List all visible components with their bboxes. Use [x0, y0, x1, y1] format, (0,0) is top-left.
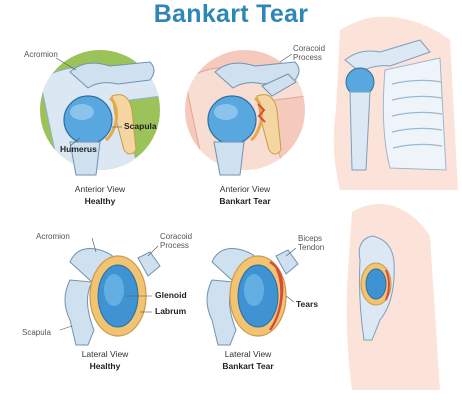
caption-anterior-healthy: Anterior View Healthy: [55, 183, 145, 207]
lateral-tear-figure: [206, 247, 299, 346]
coracoid-process-bone: [261, 73, 297, 97]
label-coracoid-bottom-line2: Process: [160, 241, 189, 250]
label-labrum: Labrum: [155, 306, 187, 316]
shoulder-body-top-figure: [333, 16, 458, 190]
label-tears: Tears: [296, 299, 319, 309]
label-humerus: Humerus: [60, 144, 97, 154]
anterior-healthy-figure: [40, 50, 160, 176]
acromion-bone: [69, 61, 155, 89]
humerus-shaft-top: [349, 91, 371, 171]
caption-lateral-tear: Lateral View Bankart Tear: [198, 348, 298, 372]
label-acromion-bottom: Acromion: [36, 232, 70, 241]
humerus-shaft: [69, 141, 101, 176]
caption-condition: Healthy: [89, 361, 121, 371]
shoulder-body-bottom-figure: [346, 204, 440, 390]
label-coracoid-top-line1: Coracoid: [293, 44, 326, 53]
scapula-bone: [111, 94, 137, 155]
caption-condition: Healthy: [84, 196, 116, 206]
caption-view: Lateral View: [81, 349, 129, 359]
labrum-tear-mark: [257, 103, 266, 123]
caption-view: Anterior View: [219, 184, 271, 194]
label-biceps-line2: Tendon: [298, 243, 325, 252]
labrum-intact: [105, 96, 118, 142]
coracoid-lateral: [137, 251, 161, 277]
label-biceps-line1: Biceps: [298, 234, 323, 243]
clavicle-bone: [344, 39, 431, 73]
label-acromion-top: Acromion: [24, 50, 58, 59]
ribcage: [382, 57, 447, 171]
anterior-tear-figure: [185, 50, 305, 176]
caption-view: Anterior View: [74, 184, 126, 194]
lateral-healthy-figure: [59, 237, 161, 346]
caption-condition: Bankart Tear: [219, 196, 271, 206]
humerus-head: [63, 95, 113, 145]
label-scapula-top: Scapula: [124, 121, 157, 131]
caption-lateral-healthy: Lateral View Healthy: [60, 348, 150, 372]
label-coracoid-top-line2: Process: [293, 53, 322, 62]
label-coracoid-bottom-line1: Coracoid: [160, 232, 193, 241]
caption-anterior-tear: Anterior View Bankart Tear: [195, 183, 295, 207]
caption-condition: Bankart Tear: [222, 361, 274, 371]
label-glenoid: Glenoid: [155, 290, 187, 300]
scapula-lateral: [64, 279, 95, 346]
caption-view: Lateral View: [224, 349, 272, 359]
label-scapula-bottom: Scapula: [22, 328, 51, 337]
page-title: Bankart Tear: [153, 0, 309, 28]
